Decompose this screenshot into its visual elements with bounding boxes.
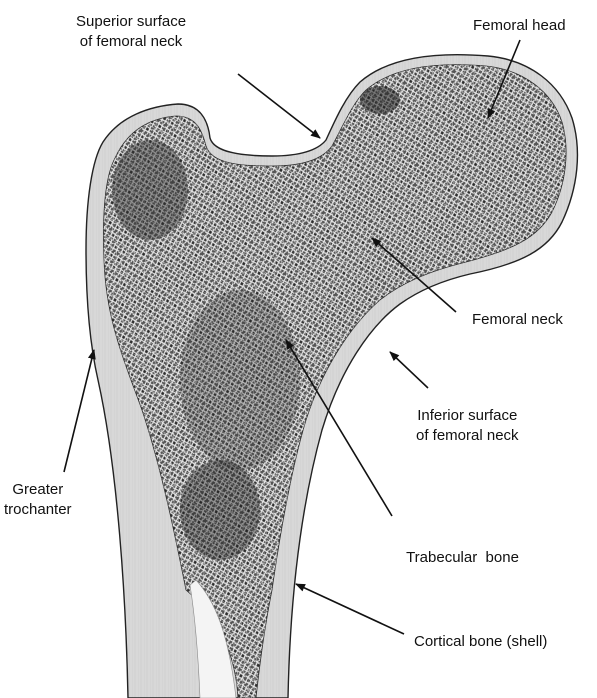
label-greater-trochanter: Greater trochanter (4, 480, 72, 520)
label-superior-surface-line2: of femoral neck (76, 32, 186, 52)
label-trabecular-bone-text: Trabecular bone (406, 549, 519, 566)
label-trabecular-bone: Trabecular bone (398, 528, 519, 568)
arrow-cortical-bone (296, 584, 404, 634)
arrow-greater-trochanter (64, 350, 94, 472)
label-inferior-surface-line1: Inferior surface (416, 406, 519, 426)
label-cortical-bone: Cortical bone (shell) (414, 632, 547, 652)
label-femoral-head: Femoral head (473, 16, 566, 36)
label-inferior-surface-line2: of femoral neck (416, 426, 519, 446)
label-femoral-head-text: Femoral head (473, 17, 566, 34)
arrow-inferior-surface (390, 352, 428, 388)
label-cortical-bone-text: Cortical bone (shell) (414, 633, 547, 650)
label-inferior-surface: Inferior surface of femoral neck (416, 406, 519, 446)
dense-trabecular-patch (112, 140, 188, 240)
label-femoral-neck-text: Femoral neck (472, 311, 563, 328)
label-femoral-neck: Femoral neck (472, 310, 563, 330)
label-superior-surface-line1: Superior surface (76, 12, 186, 32)
label-superior-surface: Superior surface of femoral neck (76, 12, 186, 52)
arrow-superior-surface (238, 74, 320, 138)
label-greater-trochanter-line1: Greater (4, 480, 72, 500)
label-greater-trochanter-line2: trochanter (4, 500, 72, 520)
